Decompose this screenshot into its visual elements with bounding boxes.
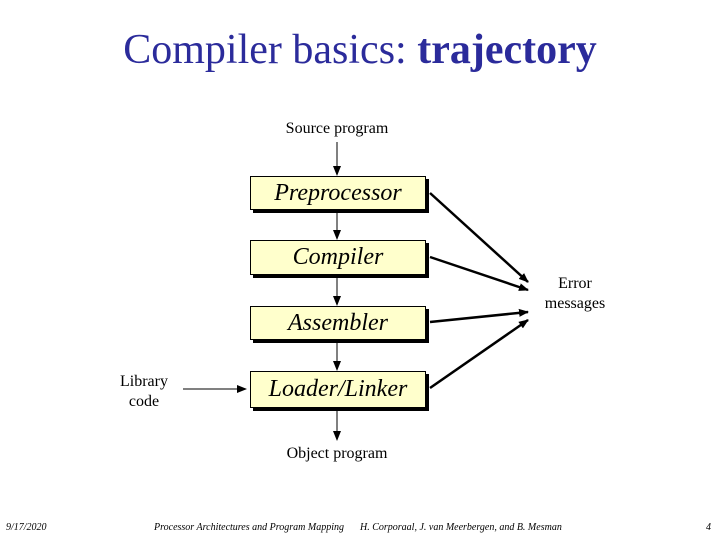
arrow-preprocessor-to-errors xyxy=(429,192,529,283)
library-code-line1: Library xyxy=(120,373,168,390)
title-emphasis: trajectory xyxy=(417,27,597,73)
footer-page-number: 4 xyxy=(706,522,711,533)
arrow-loader-to-errors xyxy=(429,318,529,390)
preprocessor-label: Preprocessor xyxy=(274,179,402,206)
title-prefix: Compiler basics: xyxy=(123,27,418,73)
object-program-label: Object program xyxy=(286,445,388,462)
library-code-line2: code xyxy=(128,393,160,410)
arrow-assembler-to-errors xyxy=(429,308,529,324)
loader-linker-box: Loader/Linker xyxy=(250,371,429,411)
footer-course: Processor Architectures and Program Mapp… xyxy=(154,522,344,533)
footer-date: 9/17/2020 xyxy=(6,522,47,533)
error-messages-line1: Error xyxy=(558,275,592,292)
arrow-compiler-to-errors xyxy=(429,255,529,292)
compiler-label: Compiler xyxy=(292,244,384,270)
footer-authors: H. Corporaal, J. van Meerbergen, and B. … xyxy=(360,522,562,533)
assembler-label: Assembler xyxy=(288,309,388,336)
loader-linker-label: Loader/Linker xyxy=(268,376,408,402)
source-program-label: Source program xyxy=(285,120,389,137)
library-code-label: Library code xyxy=(104,372,184,412)
preprocessor-box: Preprocessor xyxy=(250,176,429,213)
error-messages-label: Error messages xyxy=(530,274,620,314)
compiler-box: Compiler xyxy=(250,240,429,278)
assembler-box: Assembler xyxy=(250,306,429,343)
slide-title: Compiler basics: trajectory xyxy=(0,26,720,74)
error-messages-line2: messages xyxy=(544,295,606,312)
